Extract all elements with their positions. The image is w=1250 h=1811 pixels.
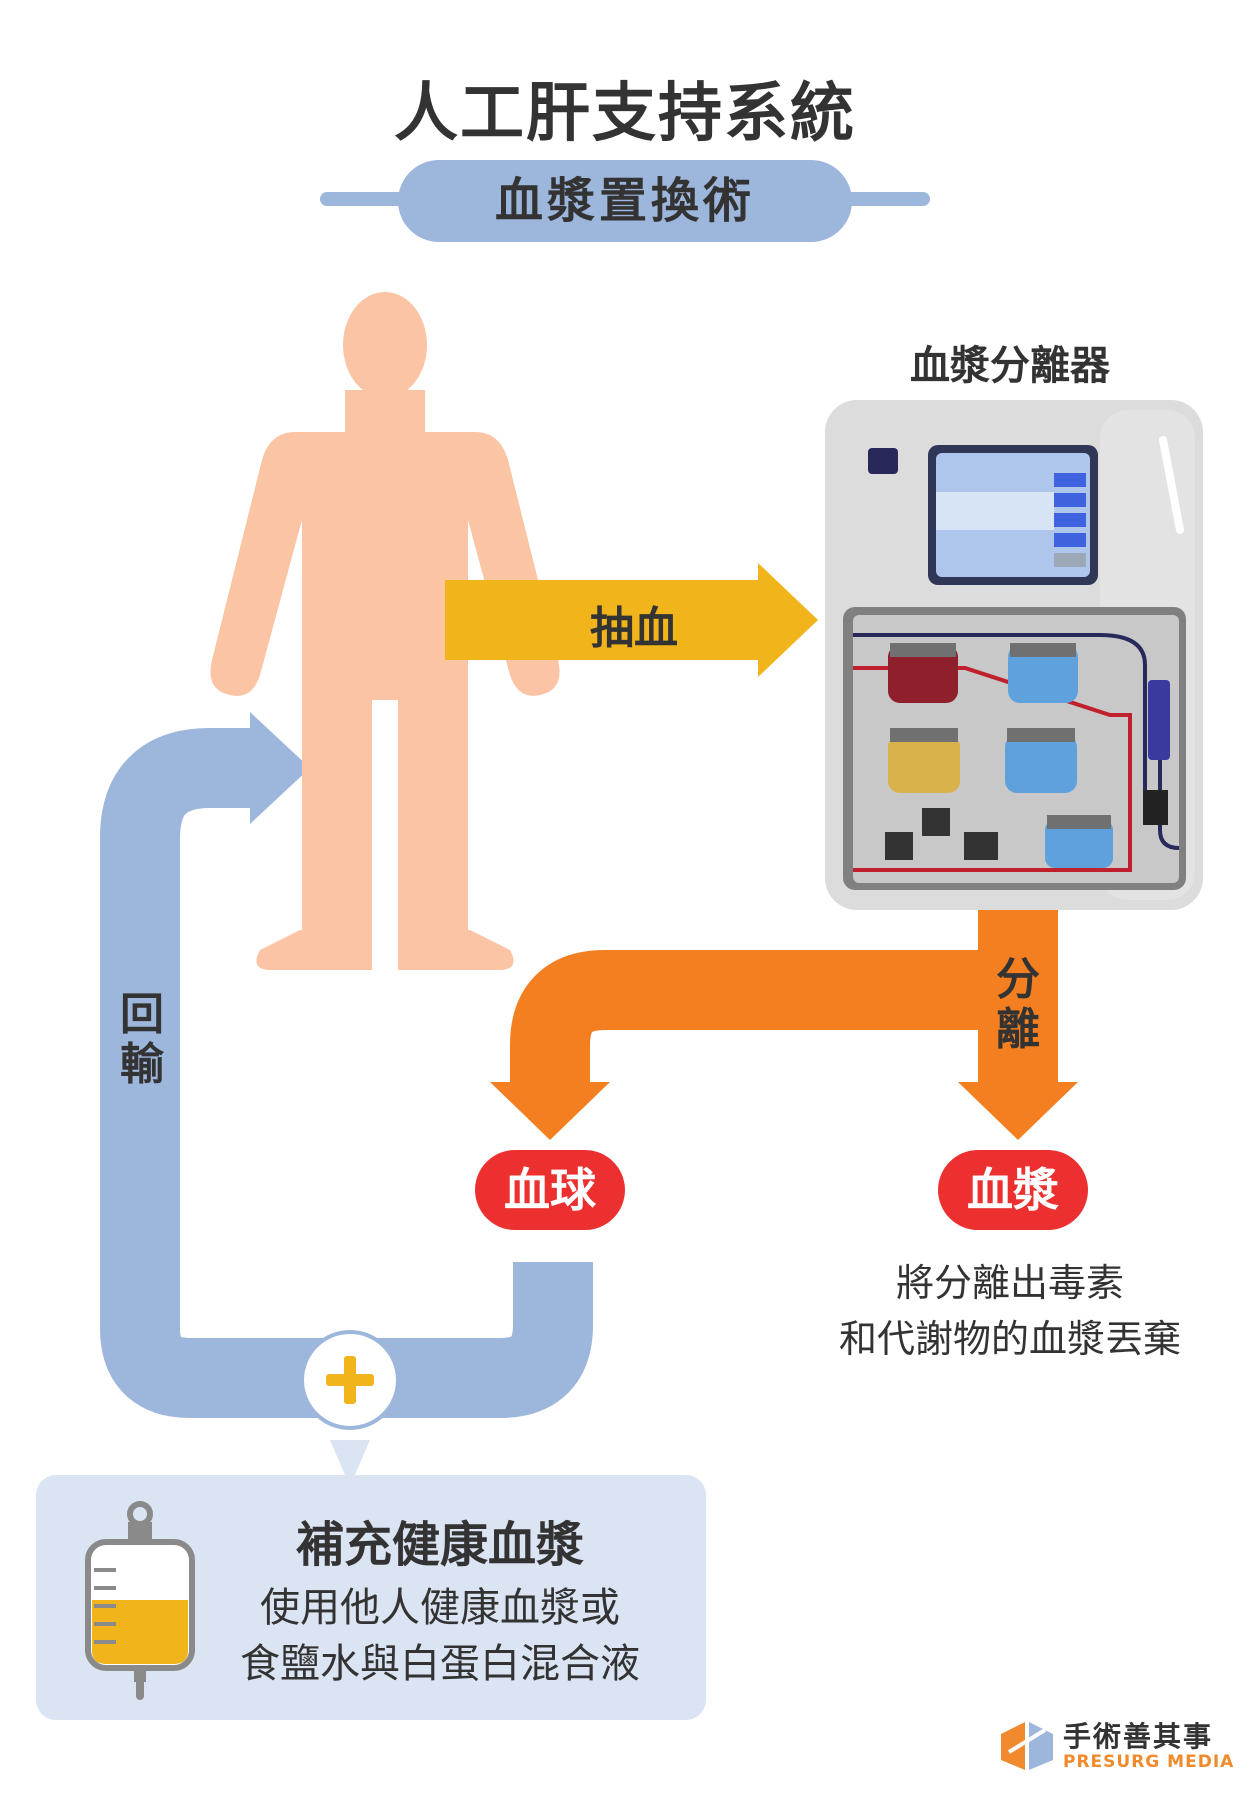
plasma-description: 將分離出毒素 和代謝物的血漿丟棄 <box>780 1255 1240 1367</box>
page-title: 人工肝支持系統 <box>394 77 856 151</box>
plasma-desc-line-1: 將分離出毒素 <box>895 1261 1124 1305</box>
plasma-arrowhead <box>958 1082 1078 1140</box>
separate-label-char-1: 分 <box>996 954 1040 1005</box>
plasma-desc-line-2: 和代謝物的血漿丟棄 <box>838 1317 1181 1361</box>
blood-cell-branch <box>510 950 978 1090</box>
plasma-separator-machine <box>825 400 1203 910</box>
draw-blood-label: 抽血 <box>590 603 678 654</box>
return-arrowhead <box>250 712 310 824</box>
callout-pointer <box>330 1440 370 1475</box>
supply-desc-line-1: 使用他人健康血漿或 <box>260 1585 620 1631</box>
human-figure <box>210 292 560 970</box>
plus-icon <box>326 1356 374 1404</box>
machine-label: 血漿分離器 <box>910 343 1110 389</box>
draw-arrow-head <box>758 563 818 677</box>
subtitle-badge: 血漿置換術 <box>398 160 852 242</box>
separate-arrow-trunk <box>978 910 1058 1090</box>
supply-title: 補充健康血漿 <box>295 1517 584 1573</box>
return-label: 回輸 <box>114 990 170 1090</box>
blood-cell-arrowhead <box>490 1082 610 1140</box>
supply-desc-line-2: 食鹽水與白蛋白混合液 <box>240 1641 640 1687</box>
separate-label-char-2: 離 <box>996 1004 1040 1055</box>
separate-label: 分離 <box>990 955 1046 1055</box>
blood-cells-badge: 血球 <box>475 1150 625 1230</box>
iv-bag-icon <box>85 1501 195 1700</box>
return-label-char-2: 輸 <box>120 1039 164 1090</box>
brand-english: PRESURG MEDIA <box>1063 1752 1235 1772</box>
brand-logo-icon <box>1001 1722 1053 1770</box>
return-path <box>100 728 593 1418</box>
draw-arrow-shaft <box>445 580 770 660</box>
plasma-badge: 血漿 <box>938 1150 1088 1230</box>
supply-description: 使用他人健康血漿或 食鹽水與白蛋白混合液 <box>200 1580 680 1692</box>
brand-name: 手術善其事 <box>1063 1720 1214 1753</box>
return-label-char-1: 回 <box>120 989 164 1040</box>
